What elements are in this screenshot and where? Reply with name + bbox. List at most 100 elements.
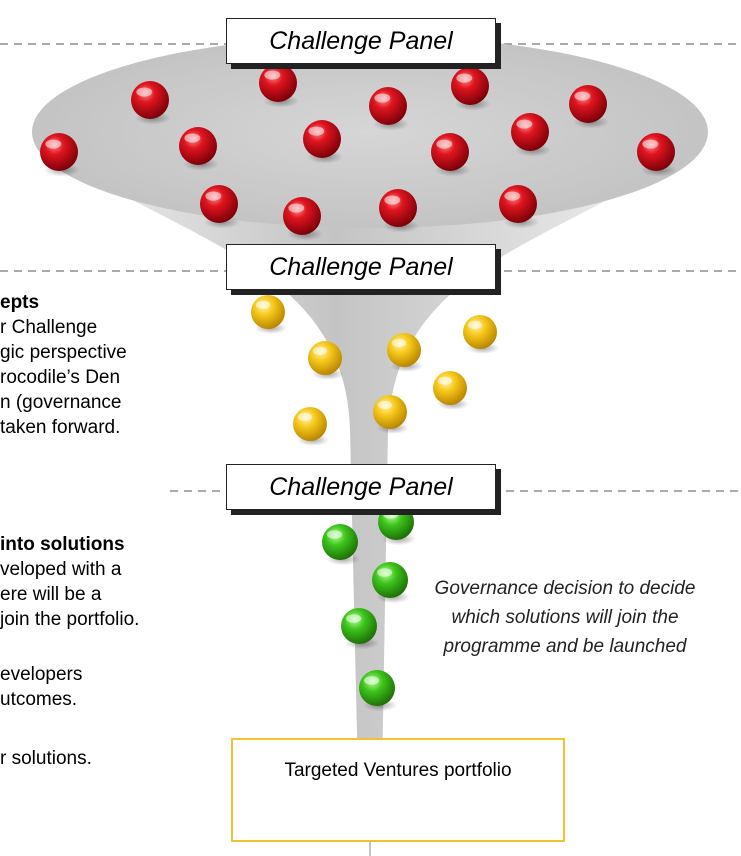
targeted-ventures-portfolio-box: Targeted Ventures portfolio [231,738,565,842]
idea-ball-highlight [45,139,62,149]
solution-ball [341,608,380,650]
concepts-line: rocodile’s Den [0,367,121,388]
concept-ball [463,315,500,354]
idea-ball [431,133,472,177]
solution-ball [378,504,417,546]
idea-ball [259,64,300,108]
idea-ball-highlight [516,119,533,129]
concepts-line: gic perspective [0,342,127,363]
concept-ball-sphere [387,333,421,367]
developers-line: evelopers [0,664,83,685]
idea-ball [511,113,552,157]
idea-ball-sphere [179,127,217,165]
concept-ball-highlight [437,376,453,385]
idea-ball-highlight [184,133,201,143]
solutions-line: ere will be a [0,584,102,605]
concept-ball [293,407,330,446]
idea-ball-highlight [436,139,453,149]
solution-ball [322,524,361,566]
idea-ball-highlight [456,73,473,83]
idea-ball-sphere [259,64,297,102]
concepts-heading: epts [0,292,40,313]
concept-ball-highlight [255,300,271,309]
idea-ball-sphere [40,133,78,171]
concept-ball [308,341,345,380]
idea-ball-sphere [499,185,537,223]
idea-ball-sphere [431,133,469,171]
solutions-line: veloped with a [0,559,122,580]
idea-ball-highlight [136,87,153,97]
solution-ball-highlight [383,510,399,519]
concept-ball-sphere [463,315,497,349]
concept-ball-highlight [297,412,313,421]
concepts-description: epts r Challenge gic perspective rocodil… [0,290,127,440]
solution-ball-highlight [346,614,362,623]
concept-ball-highlight [467,320,483,329]
idea-ball-sphere [131,81,169,119]
idea-ball [131,81,172,125]
idea-ball-highlight [374,93,391,103]
idea-ball [499,185,540,229]
idea-ball-highlight [264,70,281,80]
idea-ball-highlight [205,191,222,201]
idea-ball [369,87,410,131]
idea-ball [379,189,420,233]
idea-ball-sphere [379,189,417,227]
idea-ball [179,127,220,171]
governance-note: Governance decision to decide which solu… [434,578,696,657]
solution-ball-highlight [377,568,393,577]
solution-ball-highlight [327,530,343,539]
concept-ball-sphere [251,295,285,329]
idea-ball-highlight [642,139,659,149]
developers-line: utcomes. [0,689,78,710]
solution-ball-sphere [372,562,408,598]
challenge-panel-label-bottom: Challenge Panel [226,464,496,510]
concept-ball-sphere [373,395,407,429]
final-line: r solutions. [0,748,92,769]
idea-ball [283,197,324,241]
idea-ball-sphere [637,133,675,171]
idea-ball-highlight [288,203,305,213]
portfolio-title: Targeted Ventures portfolio [284,760,512,781]
developers-description: evelopers utcomes. [0,662,82,712]
concept-ball [387,333,424,372]
solution-ball-highlight [364,676,380,685]
idea-ball-highlight [504,191,521,201]
funnel-top-ellipse [32,36,708,228]
idea-ball-sphere [303,120,341,158]
final-description: r solutions. [0,746,92,771]
concept-ball-highlight [377,400,393,409]
concepts-line: n (governance [0,392,122,413]
solutions-heading: into solutions [0,534,125,555]
concept-ball-sphere [308,341,342,375]
idea-ball-sphere [200,185,238,223]
concept-ball [373,395,410,434]
idea-ball-sphere [369,87,407,125]
funnel-body [32,132,708,778]
concept-ball-highlight [312,346,328,355]
idea-ball [40,133,81,177]
concepts-line: taken forward. [0,417,121,438]
idea-ball [451,67,492,111]
idea-ball [200,185,241,229]
idea-ball-highlight [308,126,325,136]
challenge-panel-label-top: Challenge Panel [226,18,496,64]
idea-ball-highlight [574,91,591,101]
solution-ball [359,670,398,712]
concept-ball [433,371,470,410]
solution-ball-sphere [341,608,377,644]
idea-ball [569,85,610,129]
concept-ball-highlight [391,338,407,347]
solution-ball [372,562,411,604]
concept-ball-sphere [433,371,467,405]
idea-ball-sphere [451,67,489,105]
challenge-panel-label-middle: Challenge Panel [226,244,496,290]
solution-ball-sphere [322,524,358,560]
idea-ball-sphere [283,197,321,235]
idea-ball-highlight [384,195,401,205]
idea-ball [303,120,344,164]
solutions-description: into solutions veloped with a ere will b… [0,532,139,632]
idea-ball-sphere [511,113,549,151]
concept-ball-sphere [293,407,327,441]
idea-ball-sphere [569,85,607,123]
